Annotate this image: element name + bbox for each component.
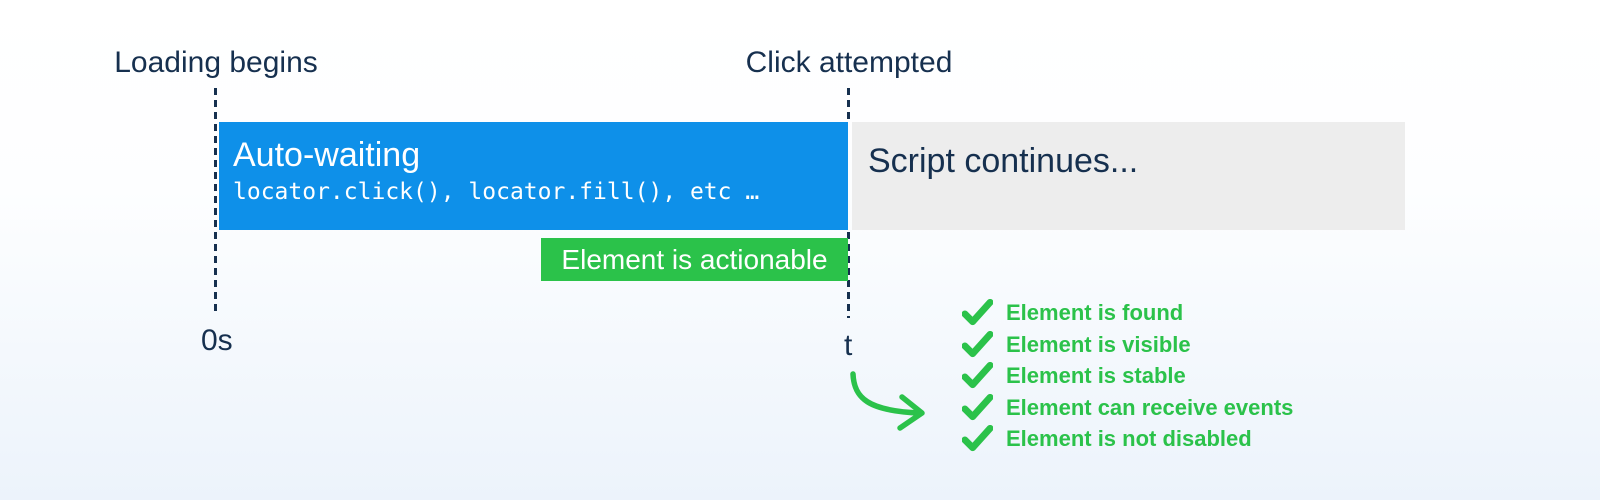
checkmark-icon	[962, 362, 993, 389]
checklist-item: Element can receive events	[962, 392, 1293, 424]
script-continues-bar: Script continues...	[852, 122, 1405, 230]
auto-waiting-code: locator.click(), locator.fill(), etc …	[233, 179, 760, 205]
checklist-item: Element is found	[962, 297, 1293, 329]
end-time-dashed-line-bottom	[847, 232, 850, 318]
curved-arrow-icon	[850, 371, 925, 431]
checkmark-icon	[962, 330, 993, 357]
script-continues-title: Script continues...	[868, 142, 1139, 180]
checklist-item: Element is not disabled	[962, 423, 1293, 455]
checklist-item-label: Element can receive events	[1006, 394, 1294, 420]
end-time-tick: t	[844, 329, 853, 362]
checklist-item-label: Element is not disabled	[1006, 426, 1252, 451]
checkmark-icon	[962, 299, 993, 326]
start-time-dashed-line	[214, 88, 217, 315]
checklist-item-label: Element is visible	[1006, 331, 1191, 357]
auto-waiting-bar: Auto-waiting locator.click(), locator.fi…	[219, 122, 848, 230]
loading-begins-label: Loading begins	[114, 46, 318, 79]
checkmark-icon	[962, 425, 993, 452]
checklist-item-label: Element is found	[1006, 300, 1184, 325]
element-actionable-badge: Element is actionable	[541, 238, 848, 281]
checkmark-icon	[962, 393, 993, 420]
checklist-item: Element is visible	[962, 329, 1293, 361]
checklist-item-label: Element is stable	[1006, 363, 1186, 388]
start-time-tick: 0s	[201, 324, 233, 357]
click-attempted-label: Click attempted	[745, 46, 953, 79]
auto-waiting-title: Auto-waiting	[233, 136, 421, 174]
actionability-checklist: Element is found Element is visible Elem…	[962, 297, 1293, 455]
checklist-item: Element is stable	[962, 360, 1293, 392]
end-time-dashed-line-top	[847, 88, 850, 121]
